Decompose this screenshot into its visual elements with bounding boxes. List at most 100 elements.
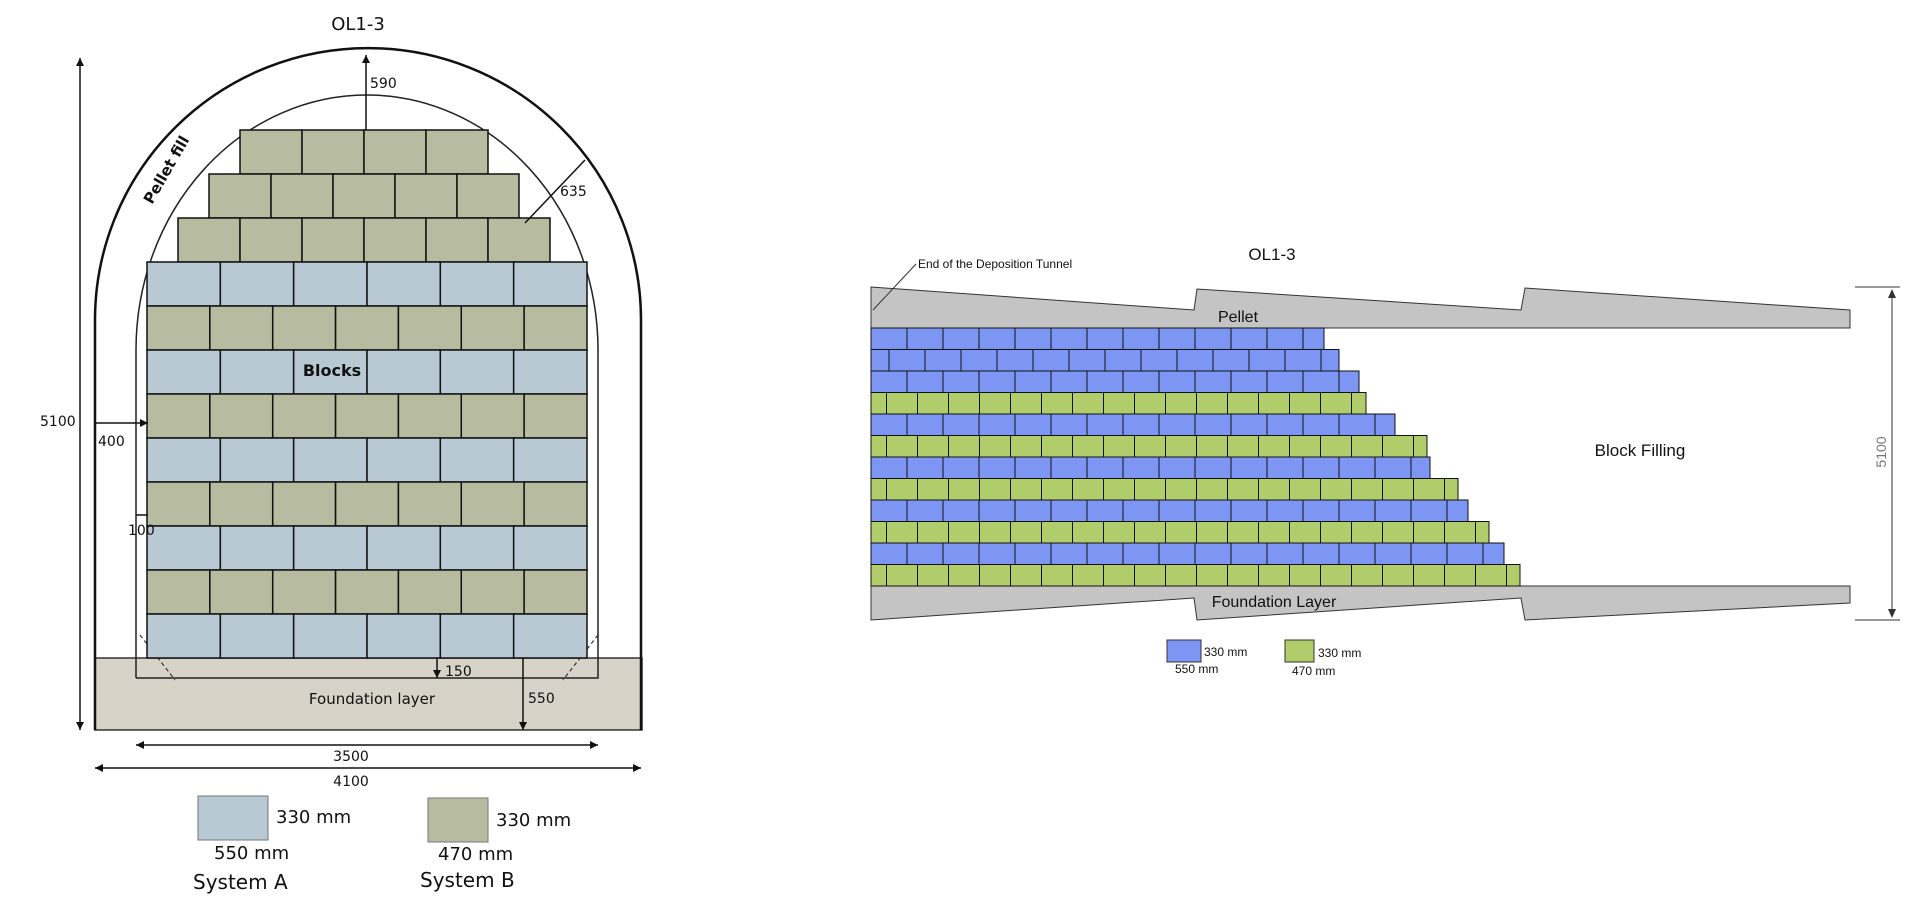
blue-block [906, 413, 944, 436]
green-block [979, 478, 1011, 501]
green-block [1258, 478, 1290, 501]
tunnel-inner-profile [135, 94, 599, 679]
green-block [1134, 392, 1166, 415]
dim-top: 590 [370, 76, 397, 92]
blue-block [1158, 370, 1196, 393]
block-filling-label: Block Filling [1595, 441, 1686, 460]
left-legend-system-b: 330 mm 470 mm System B [420, 797, 571, 892]
green-block [1289, 564, 1321, 587]
system-b-swatch [427, 797, 489, 843]
green-block [1165, 478, 1197, 501]
blue-block [1032, 349, 1070, 372]
blue-block [1122, 542, 1160, 565]
block-system-b [177, 217, 241, 263]
green-block [1320, 478, 1352, 501]
pellet-ramp [870, 286, 1851, 329]
block-system-a [366, 261, 442, 307]
green-block [1010, 435, 1042, 458]
blue-block [1230, 499, 1268, 522]
green-block [1010, 521, 1042, 544]
dim-height: 5100 [40, 414, 76, 430]
green-block [870, 564, 887, 587]
green-block [979, 435, 1011, 458]
block-system-b [301, 129, 365, 175]
green-block [917, 521, 949, 544]
blue-block [1320, 349, 1340, 372]
green-block [1134, 435, 1166, 458]
left-legend-system-a: 330 mm 550 mm System A [193, 795, 351, 894]
block-system-b [397, 481, 463, 527]
block-system-a [219, 437, 295, 483]
green-block [1351, 478, 1383, 501]
blue-block [870, 499, 908, 522]
blue-block [1086, 456, 1124, 479]
block-system-a [366, 525, 442, 571]
block-system-b [146, 481, 211, 527]
blue-block [1266, 499, 1304, 522]
dim-foundation: 550 [528, 691, 555, 707]
block-system-b [334, 481, 400, 527]
blue-block [870, 327, 908, 350]
blue-block [1014, 456, 1052, 479]
system-b-name: System B [420, 868, 515, 892]
system-b-width: 470 mm [438, 844, 513, 865]
block-system-a [146, 349, 222, 395]
block-system-b [239, 217, 303, 263]
block-system-a [512, 613, 588, 659]
blue-block [978, 327, 1016, 350]
block-system-a [146, 261, 222, 307]
right-height-dimension [1855, 286, 1900, 621]
green-block [1258, 564, 1290, 587]
blue-block [1374, 456, 1412, 479]
green-block [1072, 521, 1104, 544]
blue-block [942, 456, 980, 479]
block-system-a [292, 261, 368, 307]
green-block [979, 564, 1011, 587]
green-block [1320, 392, 1352, 415]
block-system-a [439, 261, 515, 307]
block-system-a [219, 525, 295, 571]
blue-height: 330 mm [1204, 645, 1247, 659]
longitudinal-panel: OL1-3 Pellet Foundation Layer Block Fill… [870, 245, 1900, 678]
blue-block [1446, 542, 1484, 565]
green-block [1444, 478, 1459, 501]
blocks-label: Blocks [303, 361, 361, 380]
block-system-b [301, 217, 365, 263]
block-system-b [425, 217, 489, 263]
block-system-a [439, 525, 515, 571]
block-system-b [460, 305, 525, 351]
green-block [1413, 478, 1445, 501]
dim-side: 400 [98, 434, 125, 450]
green-block [1227, 478, 1259, 501]
blue-block [1158, 327, 1196, 350]
green-block [1103, 478, 1135, 501]
green-block [1072, 435, 1104, 458]
blue-block [942, 413, 980, 436]
block-system-b [332, 173, 396, 219]
blue-block [906, 327, 944, 350]
green-block [1165, 521, 1197, 544]
green-block [1196, 564, 1228, 587]
block-system-b [146, 305, 211, 351]
cross-section-panel: OL1-3 Pellet fill Blocks Foundation laye… [40, 14, 643, 894]
left-title: OL1-3 [331, 14, 385, 35]
block-system-a [512, 261, 588, 307]
green-block [948, 435, 980, 458]
block-system-a [512, 525, 588, 571]
blue-block [1122, 456, 1160, 479]
green-block [979, 521, 1011, 544]
block-system-a [292, 613, 368, 659]
green-block [948, 392, 980, 415]
green-block [1413, 564, 1445, 587]
blue-block [978, 542, 1016, 565]
block-system-b [334, 393, 400, 439]
blue-block [1302, 542, 1340, 565]
green-block [1103, 435, 1135, 458]
block-system-b [209, 481, 274, 527]
block-system-a [292, 525, 368, 571]
blue-block [1266, 542, 1304, 565]
blue-block [1410, 542, 1448, 565]
blue-block [1248, 349, 1286, 372]
dim-diagonal: 635 [560, 184, 587, 200]
blue-block [1122, 327, 1160, 350]
